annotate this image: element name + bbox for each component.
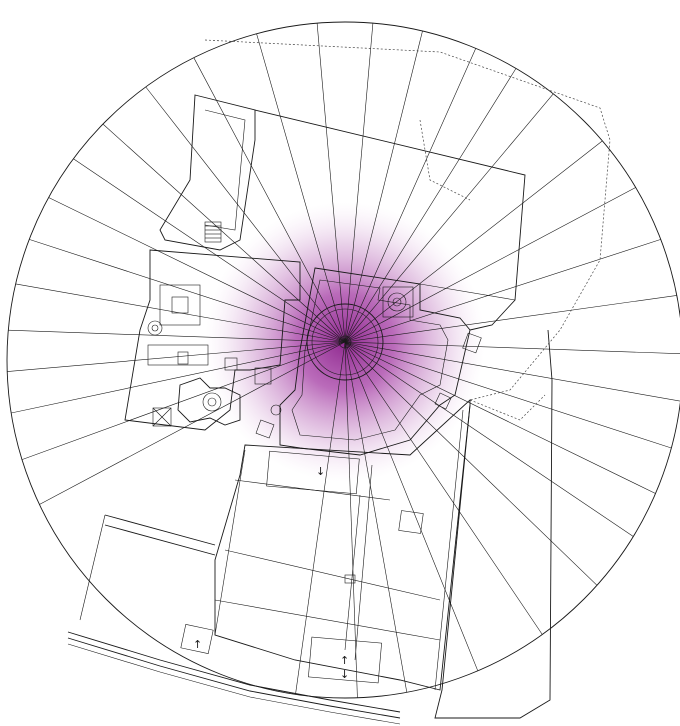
southwest-approach: ↑ ↑ ↓ <box>67 514 401 725</box>
sight-ray <box>316 23 346 343</box>
sight-ray <box>344 341 598 586</box>
sight-ray <box>344 341 656 494</box>
sight-ray <box>48 197 346 343</box>
ornamental-garden <box>152 377 241 427</box>
eastern-boundary <box>434 329 553 719</box>
sight-ray <box>344 341 634 537</box>
sight-ray <box>344 341 543 635</box>
southern-gardens: ↓ <box>214 398 471 691</box>
central-domed-building <box>255 267 482 456</box>
sight-ray <box>344 341 408 693</box>
sight-ray <box>344 341 672 449</box>
northwest-building <box>159 94 256 251</box>
sight-ray <box>344 341 680 402</box>
sight-ray <box>295 341 346 695</box>
sight-ray <box>344 341 479 671</box>
sight-ray <box>39 341 346 505</box>
sight-ray <box>193 57 346 343</box>
sight-ray <box>344 295 677 343</box>
sight-ray <box>102 123 346 343</box>
sight-ray <box>344 23 374 343</box>
sight-ray <box>344 48 477 343</box>
viewshed-boundary-circle <box>6 21 680 699</box>
dashed-outlines <box>204 39 611 421</box>
sight-ray <box>21 341 346 460</box>
sight-ray <box>8 329 346 343</box>
sight-ray <box>73 158 346 343</box>
sight-ray <box>344 341 680 354</box>
sight-ray <box>344 68 517 343</box>
sight-ray <box>344 140 603 343</box>
sight-ray <box>344 187 636 343</box>
sight-rays <box>7 23 680 698</box>
sight-ray <box>344 93 554 343</box>
sight-ray <box>11 341 346 414</box>
western-block <box>124 249 301 431</box>
northeast-building <box>254 109 526 331</box>
arrow-up-label-2: ↑ <box>340 654 349 667</box>
central-dome <box>306 303 384 381</box>
sight-ray <box>145 86 346 343</box>
arrow-up-label-1: ↑ <box>193 638 202 651</box>
sight-ray <box>344 239 661 343</box>
sight-ray <box>29 239 346 343</box>
sight-ray <box>344 341 358 698</box>
sight-ray <box>256 33 346 343</box>
sight-ray <box>7 341 346 372</box>
sight-ray <box>344 30 423 343</box>
arrow-down-label-2: ↓ <box>340 668 349 681</box>
arrow-down-label: ↓ <box>316 465 325 478</box>
